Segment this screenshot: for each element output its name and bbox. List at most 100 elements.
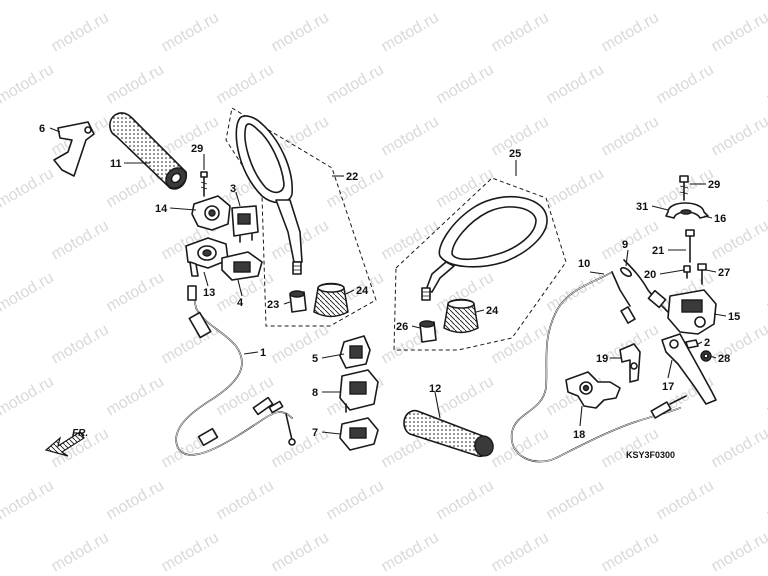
callout-22: 22 <box>346 171 358 183</box>
watermark-text: motod.ru <box>49 217 112 263</box>
watermark-text: motod.ru <box>0 217 2 263</box>
watermark-text: motod.ru <box>544 0 607 3</box>
watermark-text: motod.ru <box>159 321 222 367</box>
watermark-text: motod.ru <box>0 61 57 107</box>
part-1-throttle-cable <box>175 285 296 456</box>
callout-31: 31 <box>636 201 648 213</box>
watermark-text: motod.ru <box>709 529 768 575</box>
callout-3: 3 <box>230 183 236 195</box>
callout-29: 29 <box>708 179 720 191</box>
callout-14: 14 <box>155 203 168 215</box>
watermark-text: motod.ru <box>104 269 167 315</box>
callout-6: 6 <box>39 123 45 135</box>
watermark-text: motod.ru <box>544 61 607 107</box>
watermark-text: motod.ru <box>764 61 768 107</box>
callout-4: 4 <box>237 297 244 309</box>
watermark-text: motod.ru <box>104 477 167 523</box>
watermark-text: motod.ru <box>434 61 497 107</box>
part-27-screw <box>697 263 707 285</box>
watermark-text: motod.ru <box>654 0 717 3</box>
drawing-code: KSY3F0300 <box>626 450 675 460</box>
watermark-text: motod.ru <box>269 9 332 55</box>
callout-13: 13 <box>203 287 215 299</box>
part-28-nut <box>700 350 712 362</box>
front-direction-label: FR. <box>72 428 88 439</box>
part-25-right-mirror <box>421 195 548 301</box>
watermark-text: motod.ru <box>49 321 112 367</box>
callout-20: 20 <box>644 269 656 281</box>
watermark-text: motod.ru <box>764 477 768 523</box>
part-14-throttle-housing <box>191 195 231 231</box>
watermark-text: motod.ru <box>0 113 2 159</box>
part-8-switch <box>339 369 379 413</box>
callout-5: 5 <box>312 353 318 365</box>
watermark-text: motod.ru <box>379 217 442 263</box>
callout-18: 18 <box>573 429 585 441</box>
watermark-text: motod.ru <box>654 61 717 107</box>
watermark-text: motod.ru <box>544 477 607 523</box>
part-20-screw <box>683 265 691 279</box>
callout-24-right: 24 <box>486 305 499 317</box>
watermark-text: motod.ru <box>0 529 2 575</box>
watermark-text: motod.ru <box>379 9 442 55</box>
callout-1: 1 <box>260 347 266 359</box>
watermark-text: motod.ru <box>379 113 442 159</box>
callout-16: 16 <box>714 213 726 225</box>
watermark-text: motod.ru <box>434 477 497 523</box>
part-15-master-cylinder <box>667 289 717 335</box>
watermark-text: motod.ru <box>49 529 112 575</box>
watermark-text: motod.ru <box>709 113 768 159</box>
watermark-text: motod.ru <box>0 0 57 3</box>
part-5-switch <box>339 335 371 369</box>
part-11-throttle-grip <box>109 112 188 190</box>
watermark-text: motod.ru <box>104 0 167 3</box>
watermark-text: motod.ru <box>0 165 57 211</box>
watermark-text: motod.ru <box>489 529 552 575</box>
callout-28: 28 <box>718 353 730 365</box>
callout-2: 2 <box>704 337 710 349</box>
watermark-text: motod.ru <box>214 0 277 3</box>
callout-10: 10 <box>578 258 590 270</box>
part-9-stop-switch <box>619 259 669 313</box>
callout-26: 26 <box>396 321 408 333</box>
part-6-bracket <box>53 121 95 177</box>
part-21-screw <box>685 229 695 263</box>
watermark-text: motod.ru <box>324 0 387 3</box>
part-22-left-mirror <box>235 115 303 275</box>
watermark-text: motod.ru <box>489 321 552 367</box>
part-12-grip <box>403 409 494 458</box>
watermark-text: motod.ru <box>0 425 2 471</box>
watermark-text: motod.ru <box>489 425 552 471</box>
part-30-screw <box>200 171 208 197</box>
callout-8: 8 <box>312 387 318 399</box>
callout-24-left: 24 <box>356 285 369 297</box>
watermark-text: motod.ru <box>379 529 442 575</box>
callout-25: 25 <box>509 148 521 160</box>
watermark-text: motod.ru <box>104 61 167 107</box>
part-24-boot-left <box>313 282 349 318</box>
callout-27: 27 <box>718 267 730 279</box>
watermark-text: motod.ru <box>0 373 57 419</box>
part-29-bolt <box>679 175 689 201</box>
part-26-nut <box>419 320 437 343</box>
watermark-text: motod.ru <box>764 165 768 211</box>
callout-11: 11 <box>110 158 122 170</box>
watermark-text: motod.ru <box>599 113 662 159</box>
callout-15: 15 <box>728 311 740 323</box>
part-7-switch <box>339 417 379 451</box>
part-16-clamp <box>665 202 709 219</box>
leader-lines <box>49 127 727 435</box>
watermark-text: motod.ru <box>599 9 662 55</box>
callout-19: 19 <box>596 353 608 365</box>
watermark-text: motod.ru <box>434 0 497 3</box>
watermark-text: motod.ru <box>324 477 387 523</box>
part-3-switch <box>231 205 259 243</box>
group-25-boundary <box>393 177 567 351</box>
watermark-text: motod.ru <box>0 9 2 55</box>
callout-9: 9 <box>622 239 628 251</box>
part-4-switch-lower <box>221 251 263 281</box>
watermark-text: motod.ru <box>269 529 332 575</box>
watermark-text: motod.ru <box>214 477 277 523</box>
